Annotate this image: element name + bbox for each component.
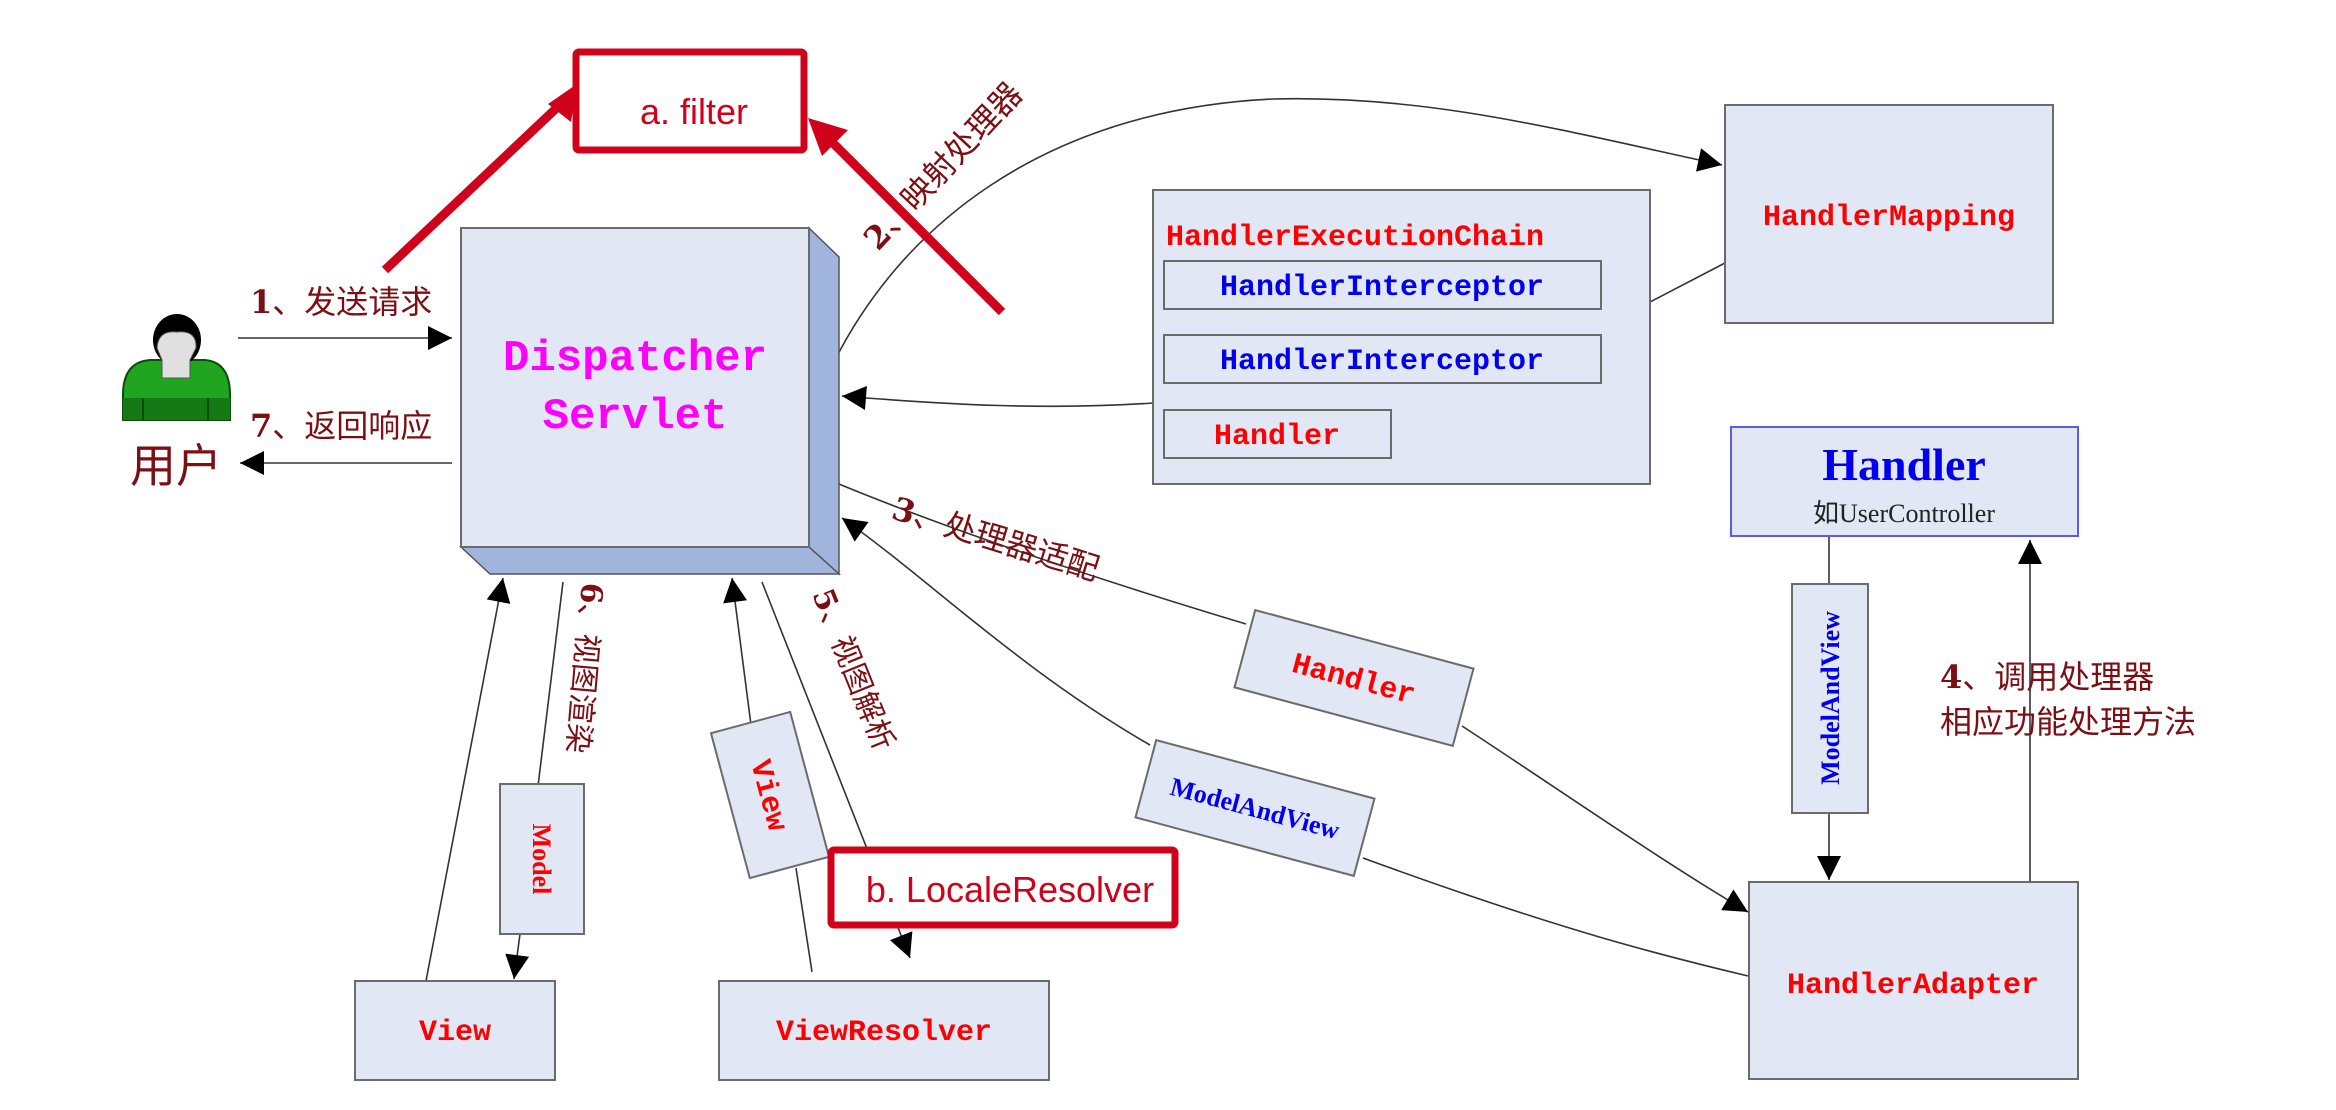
red-arrowhead-filter-right bbox=[808, 118, 848, 156]
red-arrow-to-filter-right bbox=[822, 132, 1006, 316]
handler-payload-tag: Handler bbox=[1233, 608, 1475, 748]
arrow-adapt-handler bbox=[833, 481, 1247, 625]
dispatcher-label-line2: Servlet bbox=[543, 392, 728, 442]
arrow-view-to-dispatcher bbox=[425, 577, 511, 982]
chain-handler-box bbox=[1163, 409, 1392, 459]
step-1-text: 、发送请求 bbox=[272, 283, 432, 321]
connector-mapping-chain bbox=[1649, 262, 1726, 303]
handler-impl-title: Handler bbox=[1822, 439, 1986, 490]
step-4-number: 4 bbox=[1940, 658, 1962, 696]
handler-impl-subtitle: 如UserController bbox=[1813, 499, 1995, 528]
model-payload-label: Model bbox=[527, 824, 556, 895]
model-payload-tag: Model bbox=[499, 783, 585, 935]
interceptor-box-2 bbox=[1163, 334, 1602, 384]
user-label: 用户 bbox=[130, 439, 222, 493]
arrow-modelandview-return-tail bbox=[841, 517, 1151, 746]
arrow-adapt-handler-tail bbox=[1461, 725, 1749, 913]
step-6-number: 6 bbox=[572, 581, 609, 605]
connector-resolver-view bbox=[795, 867, 813, 973]
step-1-number: 1 bbox=[250, 283, 272, 321]
step-7-number: 7 bbox=[250, 407, 272, 445]
step-6-label: 6、视图渲染 bbox=[559, 581, 609, 754]
interceptor-box-1 bbox=[1163, 260, 1602, 310]
step-1-label: 1、发送请求 bbox=[250, 283, 432, 321]
handler-impl-box: Handler 如UserController bbox=[1730, 426, 2079, 537]
step-3-label: 3、处理器适配 bbox=[888, 489, 1104, 588]
handler-adapter-box: HandlerAdapter bbox=[1748, 881, 2079, 1080]
step-3-text: 、处理器适配 bbox=[909, 496, 1104, 588]
interceptor-label-2: HandlerInterceptor bbox=[1220, 345, 1544, 379]
arrow-modelandview-return bbox=[1362, 857, 1749, 977]
user-icon bbox=[122, 314, 231, 421]
model-and-view-vertical-tag: ModelAndView bbox=[1791, 583, 1869, 814]
step-2-label: 2、映射处理器 bbox=[856, 75, 1030, 258]
step-2-text: 、映射处理器 bbox=[871, 75, 1030, 241]
view-resolver-box: ViewResolver bbox=[718, 980, 1050, 1081]
step-7-label: 7、返回响应 bbox=[250, 407, 432, 445]
step-4-label-line1: 4、调用处理器 bbox=[1940, 658, 2154, 696]
view-resolver-label: ViewResolver bbox=[776, 1016, 992, 1050]
dispatcher-servlet-box: Dispatcher Servlet bbox=[459, 226, 841, 576]
locale-resolver-box bbox=[827, 846, 1179, 929]
red-arrowhead-filter-left bbox=[548, 84, 577, 122]
model-and-view-vertical-label: ModelAndView bbox=[1816, 611, 1845, 785]
view-payload-tag: View bbox=[709, 710, 831, 880]
handler-mapping-box: HandlerMapping bbox=[1724, 104, 2054, 324]
chain-handler-label: Handler bbox=[1214, 420, 1340, 454]
arrow-model-to-view bbox=[505, 933, 530, 980]
handler-adapter-label: HandlerAdapter bbox=[1787, 969, 2039, 1003]
handler-execution-chain-box: HandlerExecutionChain HandlerInterceptor… bbox=[1152, 189, 1651, 485]
filter-label: a. filter bbox=[640, 91, 748, 132]
step-4-text: 、调用处理器 bbox=[1962, 658, 2154, 696]
model-and-view-payload-tag: ModelAndView bbox=[1134, 738, 1376, 878]
arrow-view-tag-to-dispatcher bbox=[723, 577, 752, 726]
step-4-label-line2: 相应功能处理方法 bbox=[1940, 703, 2196, 741]
handler-mapping-label: HandlerMapping bbox=[1763, 201, 2015, 235]
interceptor-label-1: HandlerInterceptor bbox=[1220, 271, 1544, 305]
filter-box bbox=[572, 48, 808, 154]
connector-render-model bbox=[537, 581, 564, 787]
step-5-text: 、视图解析 bbox=[812, 603, 901, 755]
dispatcher-label-line1: Dispatcher bbox=[503, 334, 767, 384]
step-5-label: 5、视图解析 bbox=[805, 584, 901, 756]
execution-chain-title: HandlerExecutionChain bbox=[1166, 221, 1544, 255]
step-6-text: 、视图渲染 bbox=[559, 602, 607, 754]
arrow-chain-to-dispatcher bbox=[841, 386, 1154, 410]
step-7-text: 、返回响应 bbox=[272, 407, 432, 445]
view-label: View bbox=[419, 1016, 491, 1050]
locale-resolver-label: b. LocaleResolver bbox=[866, 869, 1154, 910]
red-arrow-to-filter-left bbox=[381, 96, 569, 274]
view-box: View bbox=[354, 980, 556, 1081]
arrow-map-handler bbox=[833, 97, 1723, 363]
